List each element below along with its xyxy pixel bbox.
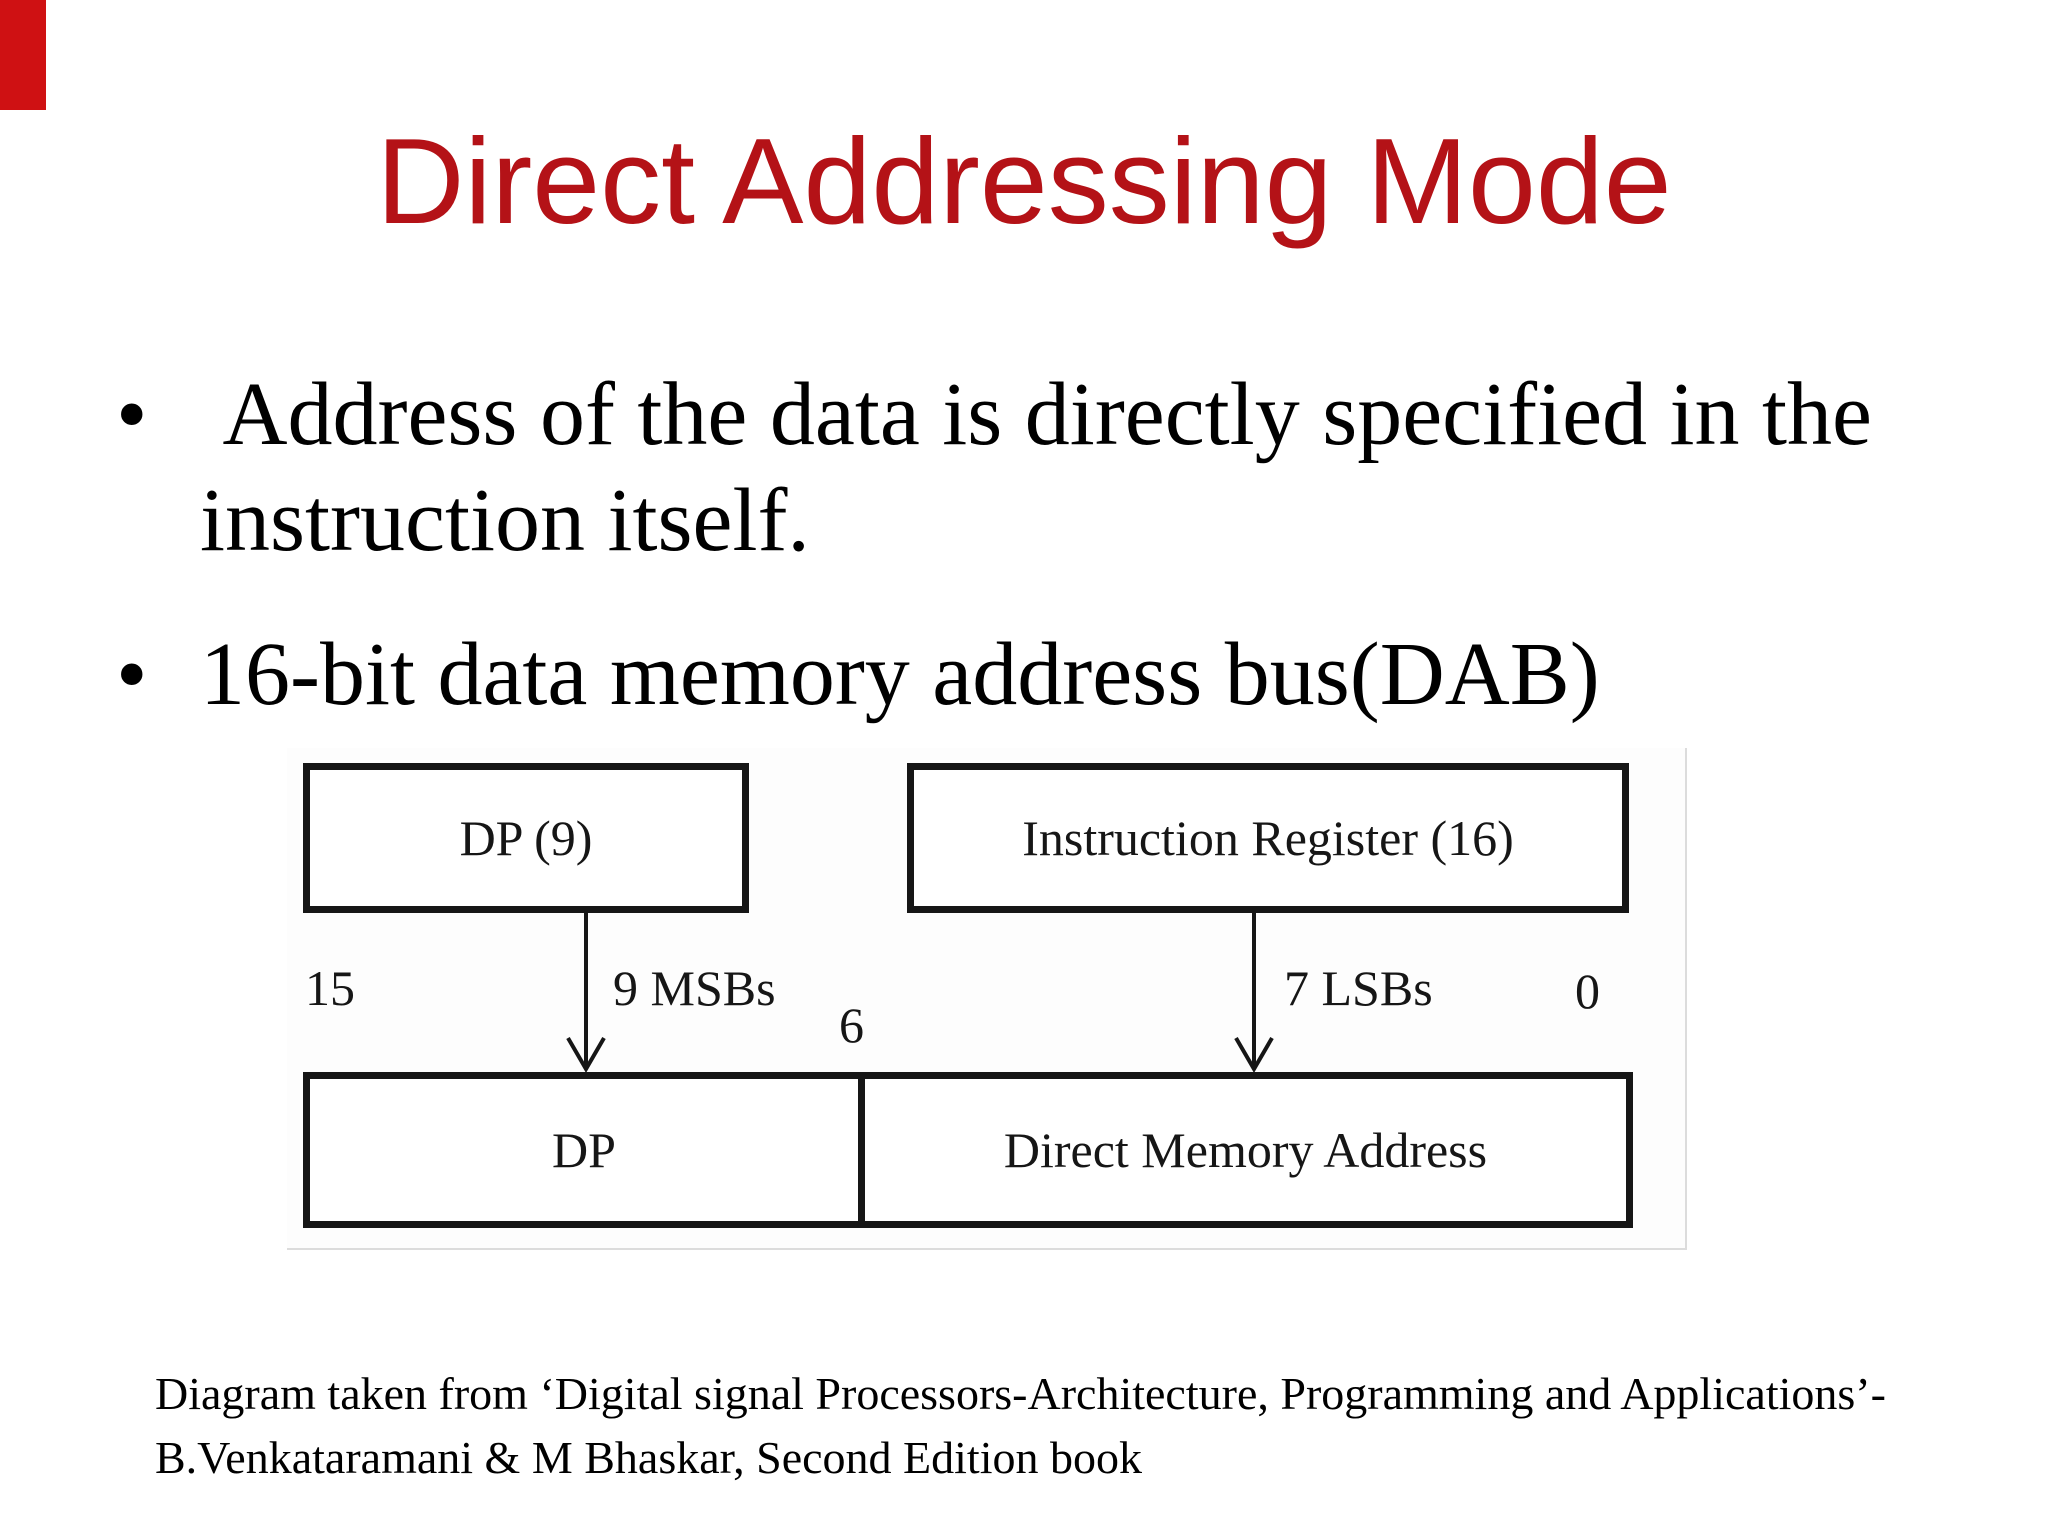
bullet-text-1: Address of the data is directly specifie… xyxy=(200,365,1895,570)
bullet-text-2: 16-bit data memory address bus(DAB) xyxy=(200,625,1600,724)
msb-arrow-label: 9 MSBs xyxy=(613,960,776,1016)
source-citation: Diagram taken from ‘Digital signal Proce… xyxy=(155,1362,1975,1490)
bullet-marker: • xyxy=(116,365,148,464)
dp-arrowhead-icon xyxy=(566,1036,606,1073)
combined-address-box: DP Direct Memory Address xyxy=(303,1072,1633,1228)
citation-line-1: Diagram taken from ‘Digital signal Proce… xyxy=(155,1368,1886,1419)
result-dma-cell: Direct Memory Address xyxy=(865,1079,1626,1221)
red-corner-bar xyxy=(0,0,46,110)
bullet-marker: • xyxy=(116,625,148,724)
bullet-item-1: • Address of the data is directly specif… xyxy=(116,362,1940,574)
dp-register-label: DP (9) xyxy=(459,810,593,866)
bit-15-label: 15 xyxy=(305,960,355,1016)
dp-register-box: DP (9) xyxy=(303,763,749,913)
result-dp-label: DP xyxy=(552,1122,616,1178)
instruction-register-box: Instruction Register (16) xyxy=(907,763,1629,913)
arrow-graphics xyxy=(566,913,1274,1073)
bit-6-label: 6 xyxy=(839,997,864,1053)
citation-line-2: B.Venkataramani & M Bhaskar, Second Edit… xyxy=(155,1432,1142,1483)
lsb-arrow-label: 7 LSBs xyxy=(1284,960,1433,1016)
result-dp-cell: DP xyxy=(310,1079,865,1221)
slide-title: Direct Addressing Mode xyxy=(376,113,1672,249)
bit-0-label: 0 xyxy=(1575,963,1600,1019)
register-diagram: DP (9) Instruction Register (16) 15 9 MS… xyxy=(287,748,1687,1250)
instruction-register-label: Instruction Register (16) xyxy=(1022,810,1514,866)
result-dma-label: Direct Memory Address xyxy=(1003,1122,1488,1178)
bullet-item-2: • 16-bit data memory address bus(DAB) xyxy=(116,622,1940,728)
ir-arrowhead-icon xyxy=(1234,1036,1274,1073)
